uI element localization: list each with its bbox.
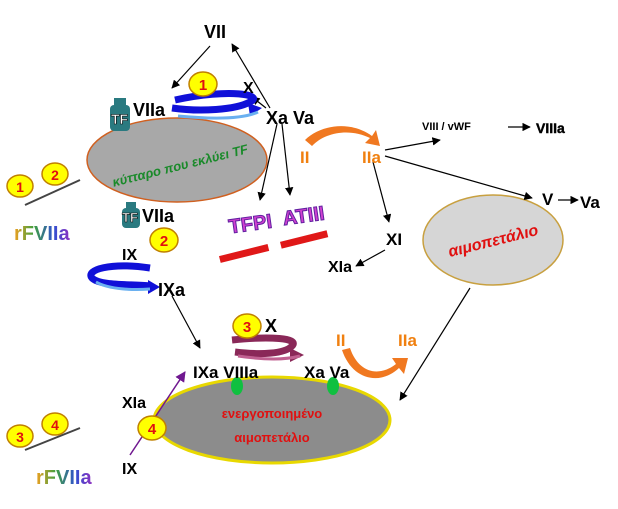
label-viia-mid: VIIa — [142, 206, 175, 226]
label-ix-left: IX — [122, 247, 137, 264]
thrombin-labels: II IIa II IIa — [300, 148, 417, 350]
svg-text:3: 3 — [243, 319, 251, 336]
rfviia-label: rFVIIa — [14, 223, 70, 245]
badge-4-bottom: 4 — [137, 415, 167, 441]
badge-2-mid: 2 — [149, 227, 179, 253]
label-xia-bottom: XIa — [122, 395, 146, 412]
platelet — [422, 194, 564, 286]
badge-3-mid: 3 — [232, 313, 262, 339]
svg-text:3: 3 — [16, 429, 24, 445]
receptor-va — [327, 377, 339, 395]
orange-arrow-mid — [342, 348, 408, 379]
label-ixa-viiia: IXa VIIIa — [193, 363, 259, 382]
arrow-xa-to-vii — [231, 43, 271, 109]
syringe-icon-1 — [24, 179, 81, 206]
label-iia-top: IIa — [362, 148, 381, 167]
label-x-top: X — [243, 80, 254, 97]
label-viia-top: VIIa — [133, 100, 166, 120]
tfpi-label: TFPI — [227, 211, 273, 239]
atiii-label: ATIII — [281, 203, 326, 231]
blue-curved-arrow-top — [171, 90, 262, 120]
orange-arrow-top — [305, 126, 380, 146]
svg-text:4: 4 — [51, 417, 59, 433]
arrow-platelet-to-activated — [399, 287, 471, 401]
drug-group-1: 1 2 rFVIIa — [6, 162, 81, 245]
connector-arrows — [171, 43, 579, 401]
svg-text:2: 2 — [51, 167, 59, 183]
maroon-curved-arrow — [231, 334, 304, 362]
tf-icon-mid — [122, 202, 140, 228]
label-va-right: Va — [580, 193, 600, 212]
label-iia-mid: IIa — [398, 331, 417, 350]
activated-platelet-label-2: αιμοπετάλιο — [234, 430, 310, 445]
arrow-xi-to-xia — [355, 249, 386, 267]
receptor-viiia — [231, 377, 243, 395]
arrow-iia-to-v — [384, 155, 533, 200]
tfpi-inhibition-bar — [219, 244, 270, 263]
drug-group-2: 3 4 rFVIIa — [6, 412, 92, 489]
badge-1-top: 1 — [188, 71, 218, 97]
arrow-xava-to-tfpi — [257, 123, 278, 201]
svg-text:1: 1 — [199, 77, 207, 94]
label-ixa-left: IXa — [158, 280, 186, 300]
svg-text:1: 1 — [16, 179, 24, 195]
svg-text:4: 4 — [148, 421, 157, 438]
label-viiia-top: VIIIa — [536, 120, 565, 136]
arrow-ixa-to-ixaviiia — [171, 295, 201, 349]
label-ii-mid: II — [336, 331, 345, 350]
svg-text:2: 2 — [160, 233, 168, 250]
label-xa-va-mid: Xa Va — [304, 363, 350, 382]
blue-curved-arrow-ixa — [87, 262, 160, 294]
label-viii-vwf: VIII / vWF — [422, 121, 471, 133]
arrow-xia-to-ixaviiia — [129, 371, 186, 456]
arrow-xava-to-atiii — [281, 123, 294, 196]
activated-platelet-label-1: ενεργοποιημένο — [222, 406, 323, 421]
arrow-vii-to-viia — [171, 45, 211, 89]
rfviiia-label: rFVIIa — [36, 467, 92, 489]
label-ix-bottom: IX — [122, 461, 137, 478]
syringe-icon-2 — [24, 427, 81, 451]
label-xa-va-top: Xa Va — [266, 108, 315, 128]
label-tf-mid: TF — [122, 210, 138, 225]
atiii-inhibition-bar — [279, 230, 329, 249]
label-xia-mid: XIa — [328, 259, 352, 276]
label-ii-top: II — [300, 148, 309, 167]
factor-labels: VII X Xa Va TF VIIa TF VIIa IX IXa VIII … — [111, 22, 601, 478]
label-v-right: V — [542, 190, 554, 209]
arrow-iia-to-viii — [384, 137, 441, 151]
tf-cell — [86, 117, 268, 203]
label-xi: XI — [386, 230, 402, 249]
label-x-mid: X — [265, 316, 277, 336]
label-vii: VII — [204, 22, 226, 42]
label-tf-top: TF — [111, 111, 129, 127]
arrow-iia-to-xi — [372, 161, 392, 223]
tf-icon-top — [110, 98, 130, 131]
